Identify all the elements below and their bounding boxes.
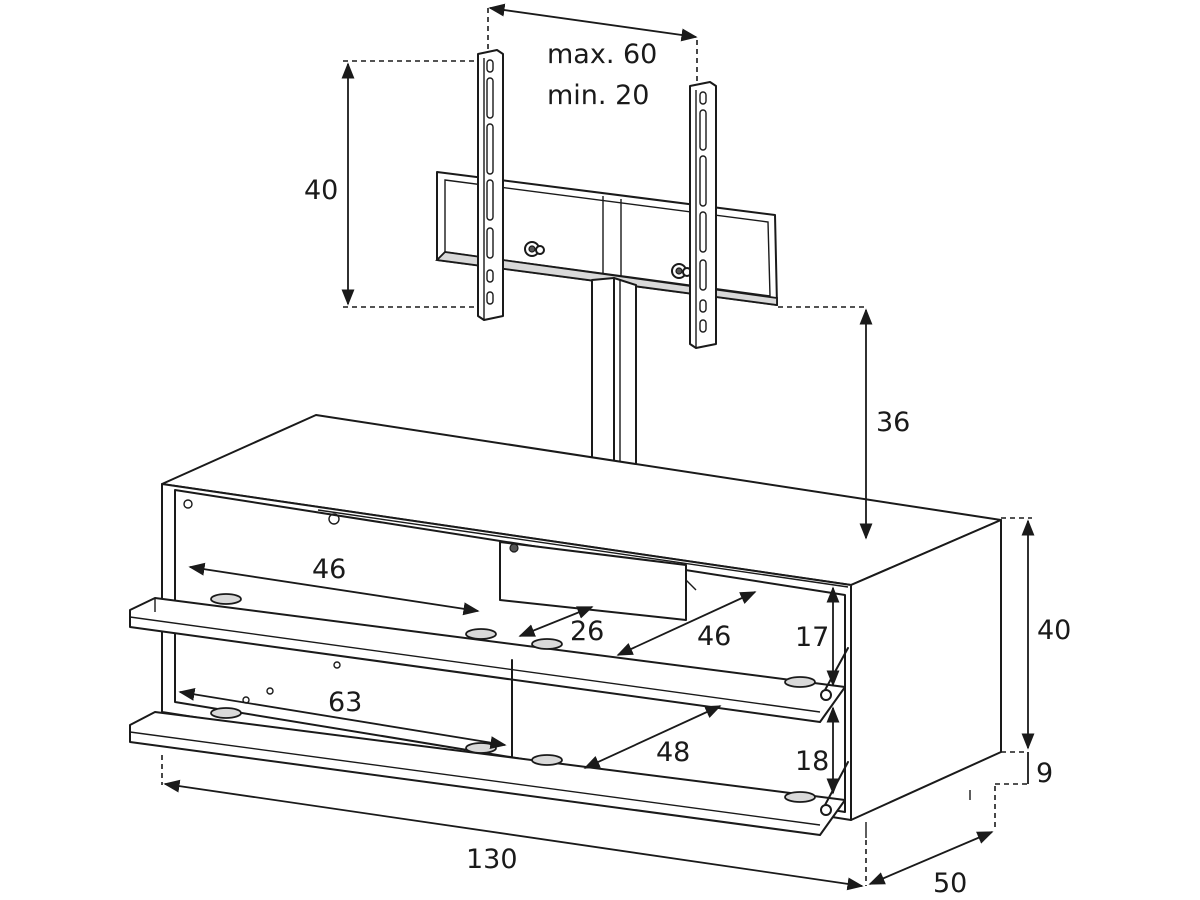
label-width: 130 — [466, 844, 518, 875]
tv-mount — [435, 49, 778, 493]
label-bracket-spacing-min: min. 20 — [547, 80, 649, 111]
label-depth: 50 — [933, 868, 967, 899]
dimension-lines — [161, 3, 1035, 891]
bracket-right — [689, 81, 717, 349]
label-lower-shelf-width: 63 — [328, 687, 362, 718]
label-lower-compartment-height: 18 — [795, 746, 829, 777]
label-lower-shelf-depth: 48 — [656, 737, 690, 768]
label-cabinet-height: 40 — [1037, 615, 1071, 646]
dimension-labels: max. 60 min. 20 40 36 40 9 130 50 46 26 … — [304, 39, 1071, 899]
label-upper-shelf-depth: 46 — [697, 621, 731, 652]
bracket-left — [477, 49, 504, 321]
label-upper-divider: 26 — [570, 616, 604, 647]
cabinet — [129, 414, 1002, 838]
label-bracket-spacing-max: max. 60 — [547, 39, 657, 70]
label-mount-to-top: 36 — [876, 407, 910, 438]
mount-knob-left — [524, 241, 545, 257]
label-foot-height: 9 — [1036, 758, 1053, 789]
label-bracket-height: 40 — [304, 175, 338, 206]
label-upper-shelf-width: 46 — [312, 554, 346, 585]
label-upper-compartment-height: 17 — [795, 622, 829, 653]
